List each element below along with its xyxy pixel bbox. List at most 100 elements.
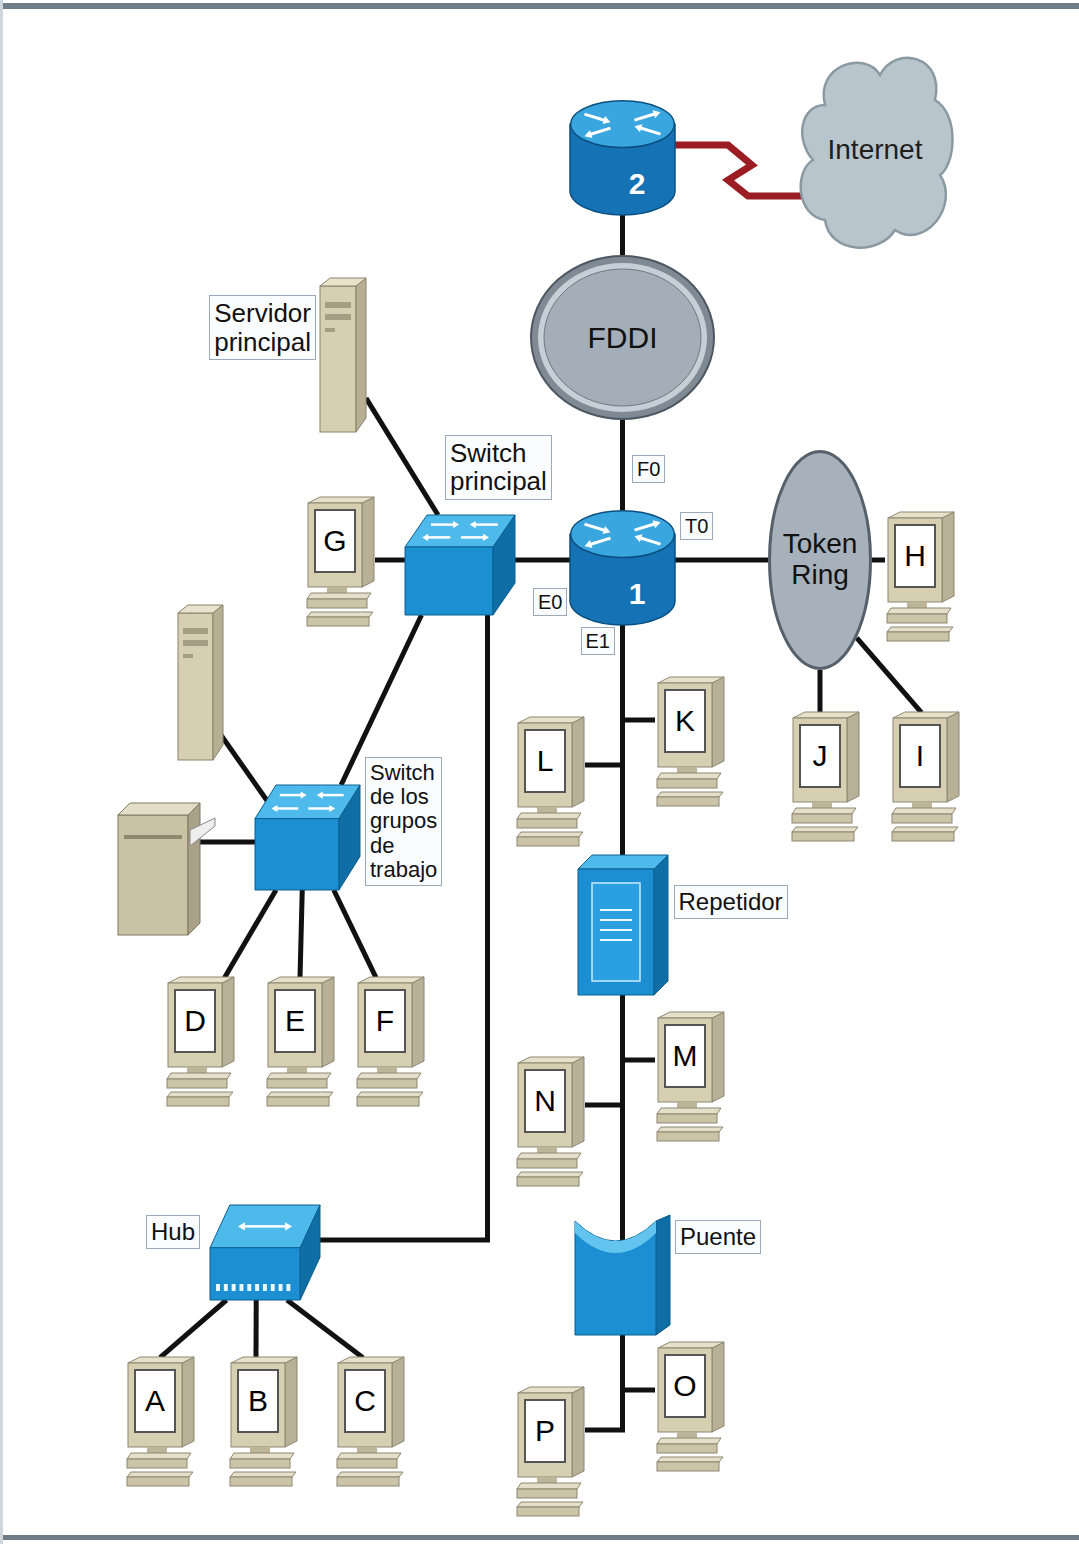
text-holder: 2 [620, 164, 654, 204]
drive-bay [325, 328, 335, 332]
arrow-shaft [431, 523, 454, 526]
hub-port [247, 1284, 251, 1291]
port-label: F0 [637, 458, 660, 480]
monitor-side [712, 1342, 724, 1432]
node-label: N [534, 1084, 556, 1118]
network-cable [620, 625, 625, 855]
network-cable [225, 890, 277, 978]
base-top [892, 808, 956, 814]
port-label-box: T0 [680, 512, 713, 540]
serial-link [675, 145, 803, 196]
network-cable [675, 558, 768, 563]
monitor-side [572, 1057, 584, 1147]
monitor-top [358, 977, 424, 983]
text-holder: M [665, 1025, 705, 1087]
wire [200, 840, 258, 845]
monitor-neck [677, 1432, 697, 1438]
server: Servidor principal [320, 278, 366, 432]
drive-bay [183, 654, 193, 658]
hub: Hub [210, 1205, 320, 1300]
monitor-screen [665, 690, 705, 752]
monitor-neck [327, 587, 347, 593]
hub-port [224, 1284, 228, 1291]
node-label: 1 [629, 577, 646, 611]
arrow-head [653, 520, 661, 528]
monitor-side [182, 1357, 194, 1447]
drive-bay [325, 302, 351, 308]
ring-outer [531, 256, 714, 419]
monitor-front [268, 983, 322, 1067]
base-front [887, 614, 947, 623]
keyboard-front [307, 617, 369, 626]
network-cable [585, 995, 623, 1105]
node-label: P [535, 1414, 555, 1448]
keyboard-front [657, 1462, 719, 1471]
text-holder: K [665, 690, 705, 752]
monitor-side [712, 677, 724, 767]
monitor-side [392, 1357, 404, 1447]
base-top [337, 1453, 401, 1459]
monitor-top [268, 977, 334, 983]
internet-cloud: Internet [795, 45, 955, 255]
network-cable [515, 558, 570, 563]
base-top [167, 1073, 231, 1079]
label-box: Hub [146, 1215, 200, 1249]
hub-port [255, 1284, 259, 1291]
workstation: D [165, 975, 235, 1110]
keyboard-front [657, 1132, 719, 1141]
text-holder: B [238, 1370, 278, 1432]
printer-side [188, 803, 200, 935]
arrow-shaft [322, 794, 344, 797]
text-holder: O [665, 1355, 705, 1417]
text-holder: P [525, 1400, 565, 1462]
server-front [320, 286, 356, 432]
text-holder: H [895, 525, 935, 587]
arrow-head [635, 534, 643, 542]
text-holder: E [275, 990, 315, 1052]
workstation: N [515, 1055, 585, 1190]
arrow-shaft [427, 536, 450, 539]
keyboard-top [517, 832, 583, 837]
base-top [517, 1153, 581, 1159]
keyboard-top [307, 612, 373, 617]
base-front [337, 1459, 397, 1468]
switch-side [339, 785, 360, 890]
node-label: I [916, 739, 924, 773]
node-label: 2 [629, 167, 646, 201]
workstation: K [655, 675, 725, 810]
network-cable [857, 638, 922, 713]
monitor-front [168, 983, 222, 1067]
monitor-neck [907, 602, 927, 608]
base-top [887, 608, 951, 614]
monitor-screen [315, 510, 355, 572]
network-cable [620, 995, 625, 1241]
label-box: Repetidor [674, 885, 788, 919]
node-label: Switch principal [450, 438, 547, 497]
bridge-crest [575, 1221, 656, 1253]
server-icon [320, 278, 366, 432]
label-box: Switch principal [445, 435, 552, 500]
server-side [356, 278, 366, 432]
text-holder: Token Ring [768, 450, 872, 670]
keyboard-front [267, 1097, 329, 1106]
keyboard-top [517, 1172, 583, 1177]
node-label: Internet [828, 135, 923, 166]
keyboard-top [127, 1472, 193, 1477]
base-front [267, 1079, 327, 1088]
switch-icon [405, 515, 515, 615]
monitor-front [658, 1348, 712, 1432]
workstation-icon [355, 975, 425, 1110]
keyboard-front [517, 1177, 579, 1186]
hub-front [210, 1248, 300, 1300]
keyboard-top [792, 827, 858, 832]
frame-bar [0, 1535, 1079, 1540]
monitor-top [658, 1342, 724, 1348]
keyboard-front [792, 832, 854, 841]
frame-bar [0, 3, 1079, 9]
arrow-head [329, 805, 335, 812]
bridge-side [656, 1215, 670, 1335]
base-top [307, 593, 371, 599]
monitor-screen [345, 1370, 385, 1432]
workstation: I [890, 710, 960, 845]
printer-paper [190, 818, 215, 846]
